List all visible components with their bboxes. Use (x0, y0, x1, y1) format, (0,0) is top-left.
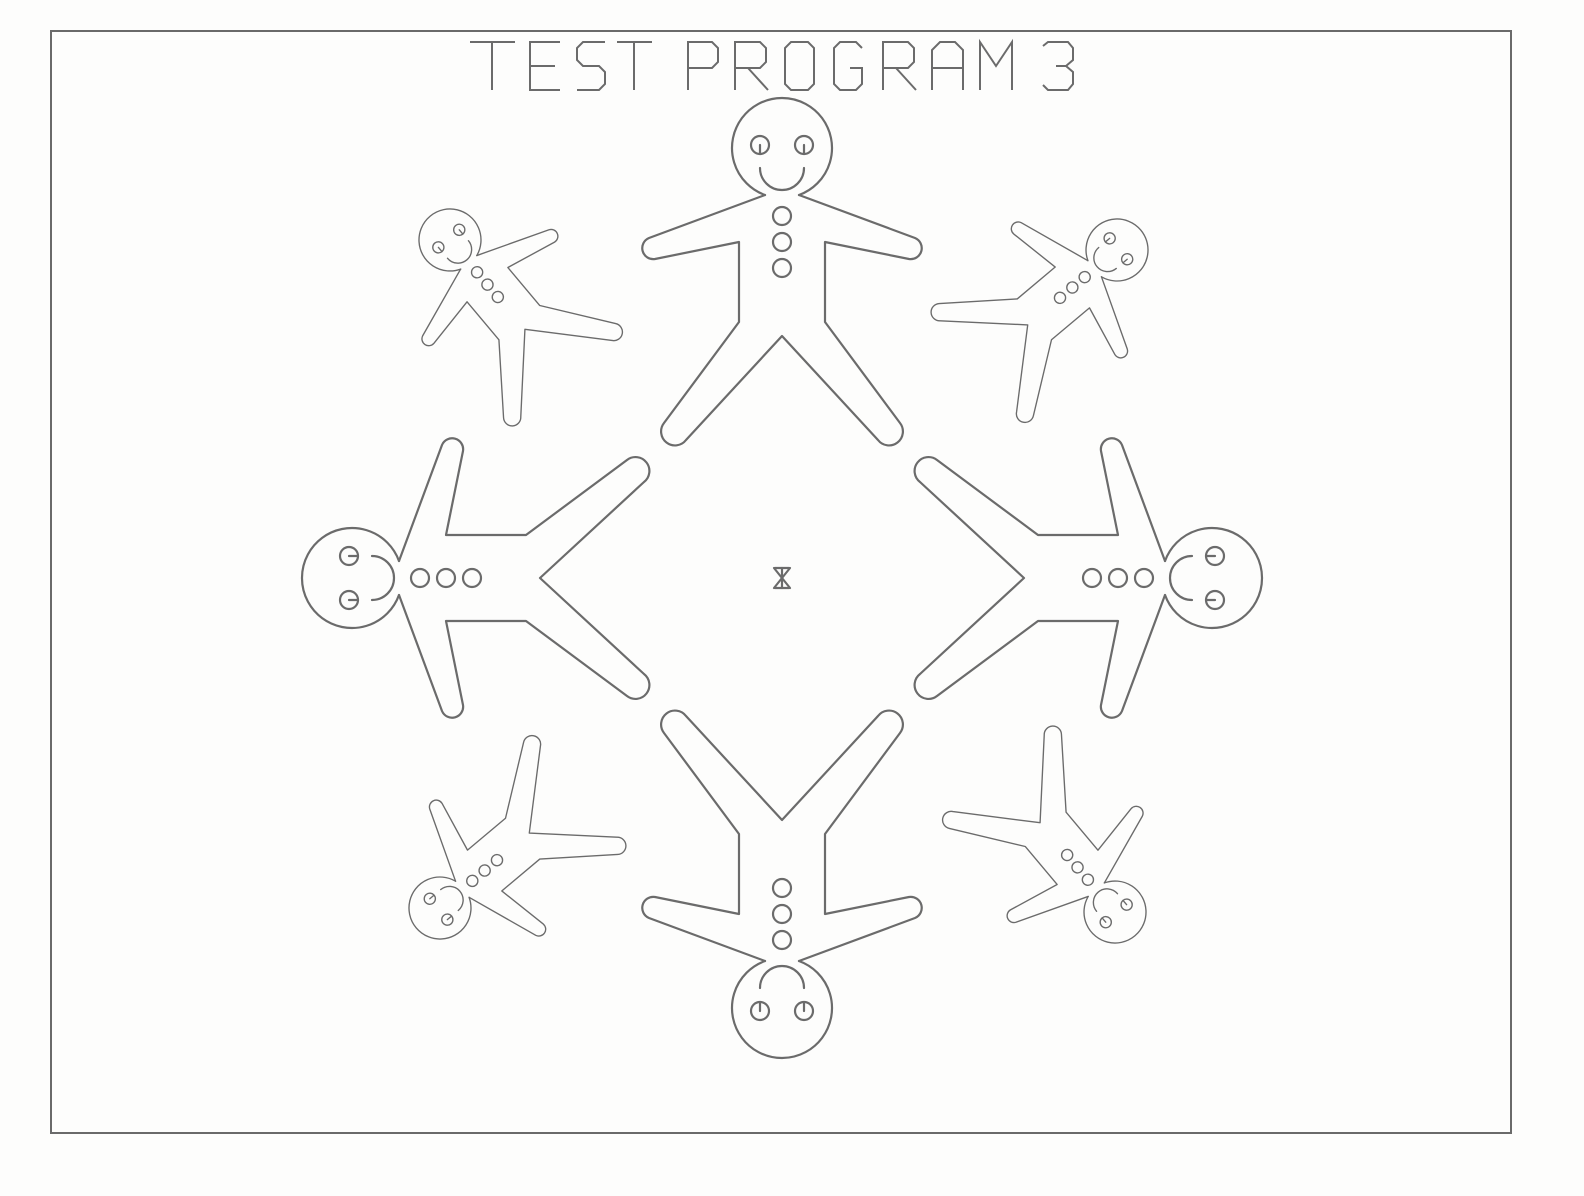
title-lettering (470, 38, 1074, 91)
gingerbread-man-bottom-right (929, 714, 1202, 993)
center-asterisk-icon (772, 566, 792, 590)
gingerbread-man-top-left (363, 159, 636, 438)
plot-frame (50, 30, 1512, 1134)
gingerbread-man-bottom (641, 709, 923, 1060)
gingerbread-man-top (641, 96, 923, 447)
gingerbread-man-left (300, 437, 651, 719)
gingerbread-man-right (913, 437, 1264, 719)
gingerbread-man-top-right (919, 163, 1198, 436)
gingerbread-man-bottom-left (359, 722, 638, 995)
